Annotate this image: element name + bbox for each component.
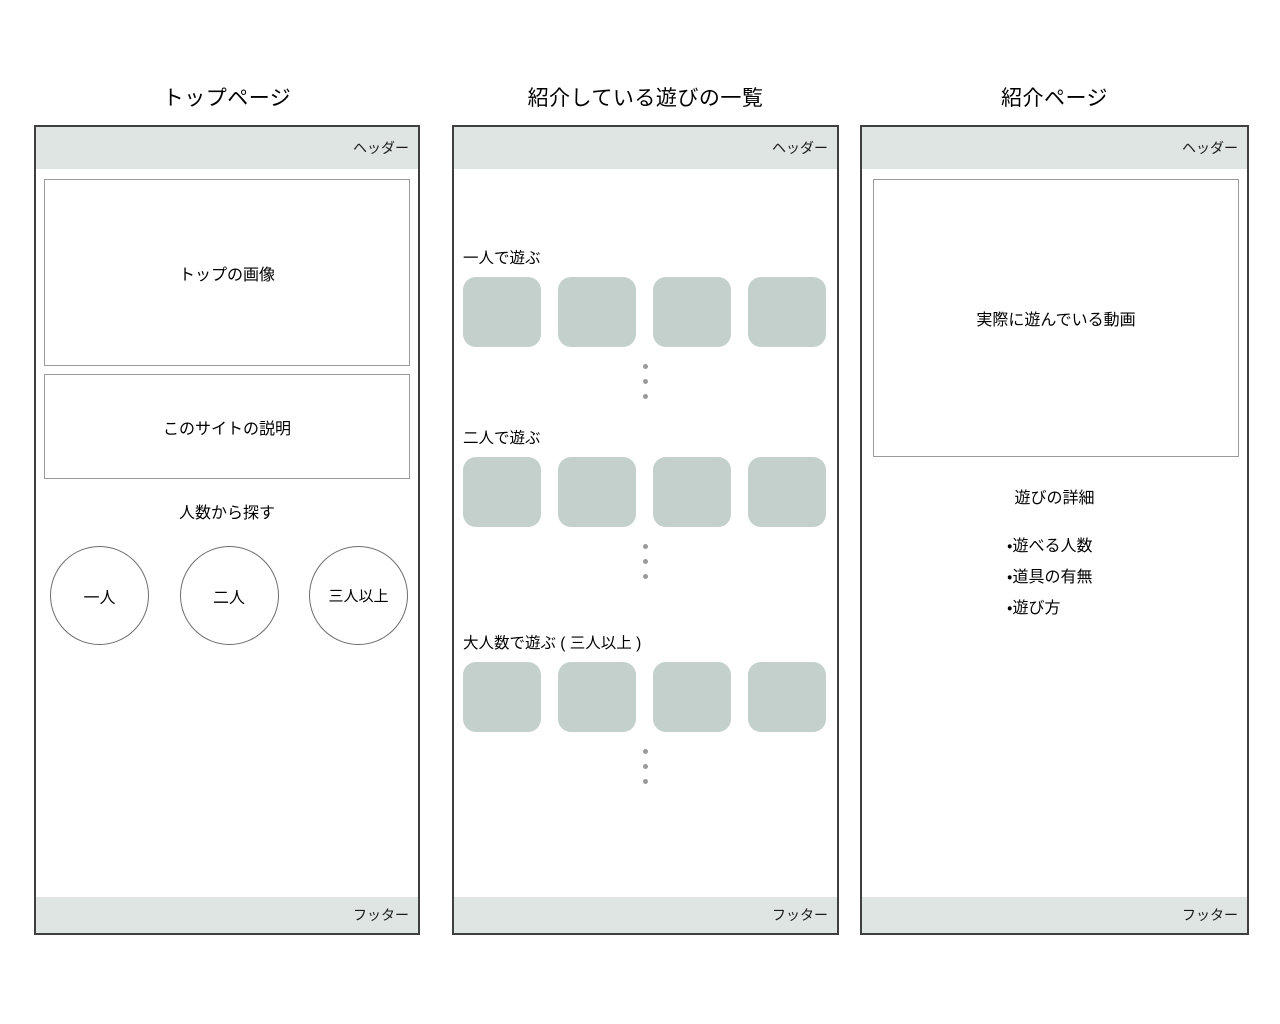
dot-icon	[643, 779, 648, 784]
section-duo-more-dots	[454, 544, 837, 579]
header-bar: ヘッダー	[862, 127, 1247, 169]
footer-label: フッター	[1182, 907, 1238, 923]
top-image-placeholder: トップの画像	[44, 179, 410, 366]
section-group-card-row	[463, 662, 837, 732]
section-duo-card-row	[463, 457, 837, 527]
section-group-label: 大人数で遊ぶ ( 三人以上 )	[463, 635, 642, 652]
play-card[interactable]	[558, 457, 636, 527]
section-solo-more-dots	[454, 364, 837, 399]
top-page-content: トップの画像 このサイトの説明 人数から探す 一人 二人 三人以上	[36, 169, 418, 897]
video-label: 実際に遊んでいる動画	[976, 312, 1136, 329]
panel-detail-page-title: 紹介ページ	[1000, 87, 1109, 110]
play-card[interactable]	[463, 662, 541, 732]
footer-bar: フッター	[454, 897, 837, 933]
section-duo: 二人で遊ぶ	[454, 426, 837, 579]
play-card[interactable]	[748, 662, 826, 732]
footer-bar: フッター	[36, 897, 418, 933]
section-duo-label: 二人で遊ぶ	[463, 430, 541, 447]
panel-top-page-title: トップページ	[162, 87, 292, 110]
phone-frame-list-page: ヘッダー 一人で遊ぶ	[452, 125, 839, 935]
header-bar: ヘッダー	[454, 127, 837, 169]
list-item: ・道具の有無	[1007, 569, 1093, 586]
detail-page-content: 実際に遊んでいる動画 遊びの詳細 ・遊べる人数 ・道具の有無 ・遊び方	[862, 169, 1247, 897]
footer-bar: フッター	[862, 897, 1247, 933]
play-card[interactable]	[653, 277, 731, 347]
play-card[interactable]	[463, 277, 541, 347]
dot-icon	[643, 394, 648, 399]
play-sections: 一人で遊ぶ 二人	[454, 169, 837, 897]
dot-icon	[643, 574, 648, 579]
site-description-label: このサイトの説明	[162, 420, 291, 438]
header-label: ヘッダー	[1182, 140, 1238, 156]
header-label: ヘッダー	[772, 140, 828, 156]
people-count-circle-three-plus[interactable]: 三人以上	[309, 546, 408, 645]
people-count-circle-row: 一人 二人 三人以上	[50, 546, 408, 645]
play-detail-list: ・遊べる人数 ・道具の有無 ・遊び方	[1007, 531, 1092, 624]
dot-icon	[643, 559, 648, 564]
play-card[interactable]	[558, 277, 636, 347]
section-group: 大人数で遊ぶ ( 三人以上 )	[454, 631, 837, 784]
dot-icon	[643, 749, 648, 754]
dot-icon	[643, 379, 648, 384]
play-card[interactable]	[558, 662, 636, 732]
phone-frame-detail-page: ヘッダー 実際に遊んでいる動画 遊びの詳細 ・遊べる人数 ・道具の有無 ・遊び方…	[860, 125, 1249, 935]
section-solo: 一人で遊ぶ	[454, 246, 837, 399]
top-image-label: トップの画像	[178, 266, 275, 284]
search-by-people-heading: 人数から探す	[178, 505, 275, 522]
footer-label: フッター	[772, 907, 828, 923]
site-description-placeholder: このサイトの説明	[44, 374, 410, 479]
play-card[interactable]	[653, 457, 731, 527]
people-count-circle-one-label: 一人	[83, 589, 116, 607]
phone-frame-top-page: ヘッダー トップの画像 このサイトの説明 人数から探す 一人 二人	[34, 125, 420, 935]
section-solo-card-row	[463, 277, 837, 347]
people-count-circle-two-label: 二人	[212, 589, 245, 607]
dot-icon	[643, 364, 648, 369]
section-group-more-dots	[454, 749, 837, 784]
section-solo-label: 一人で遊ぶ	[463, 250, 541, 267]
list-page-content: 一人で遊ぶ 二人	[454, 169, 837, 897]
list-item: ・遊び方	[1007, 600, 1061, 617]
header-label: ヘッダー	[353, 140, 409, 156]
people-count-circle-two[interactable]: 二人	[179, 546, 279, 645]
dot-icon	[643, 544, 648, 549]
panel-detail-page: 紹介ページ ヘッダー 実際に遊んでいる動画 遊びの詳細 ・遊べる人数 ・道具の有…	[860, 86, 1249, 935]
play-card[interactable]	[653, 662, 731, 732]
video-placeholder[interactable]: 実際に遊んでいる動画	[873, 179, 1239, 457]
people-count-circle-one[interactable]: 一人	[50, 546, 149, 645]
header-bar: ヘッダー	[36, 127, 418, 169]
footer-label: フッター	[353, 907, 409, 923]
people-count-circle-three-plus-label: 三人以上	[328, 588, 389, 605]
dot-icon	[643, 764, 648, 769]
panel-list-page: 紹介している遊びの一覧 ヘッダー 一人で遊ぶ	[452, 86, 839, 935]
panel-top-page: トップページ ヘッダー トップの画像 このサイトの説明 人数から探す 一人	[34, 86, 420, 935]
play-detail-heading: 遊びの詳細	[1014, 490, 1095, 507]
play-card[interactable]	[748, 457, 826, 527]
play-card[interactable]	[463, 457, 541, 527]
play-card[interactable]	[748, 277, 826, 347]
list-item: ・遊べる人数	[1007, 538, 1093, 555]
panel-list-page-title: 紹介している遊びの一覧	[527, 87, 764, 110]
